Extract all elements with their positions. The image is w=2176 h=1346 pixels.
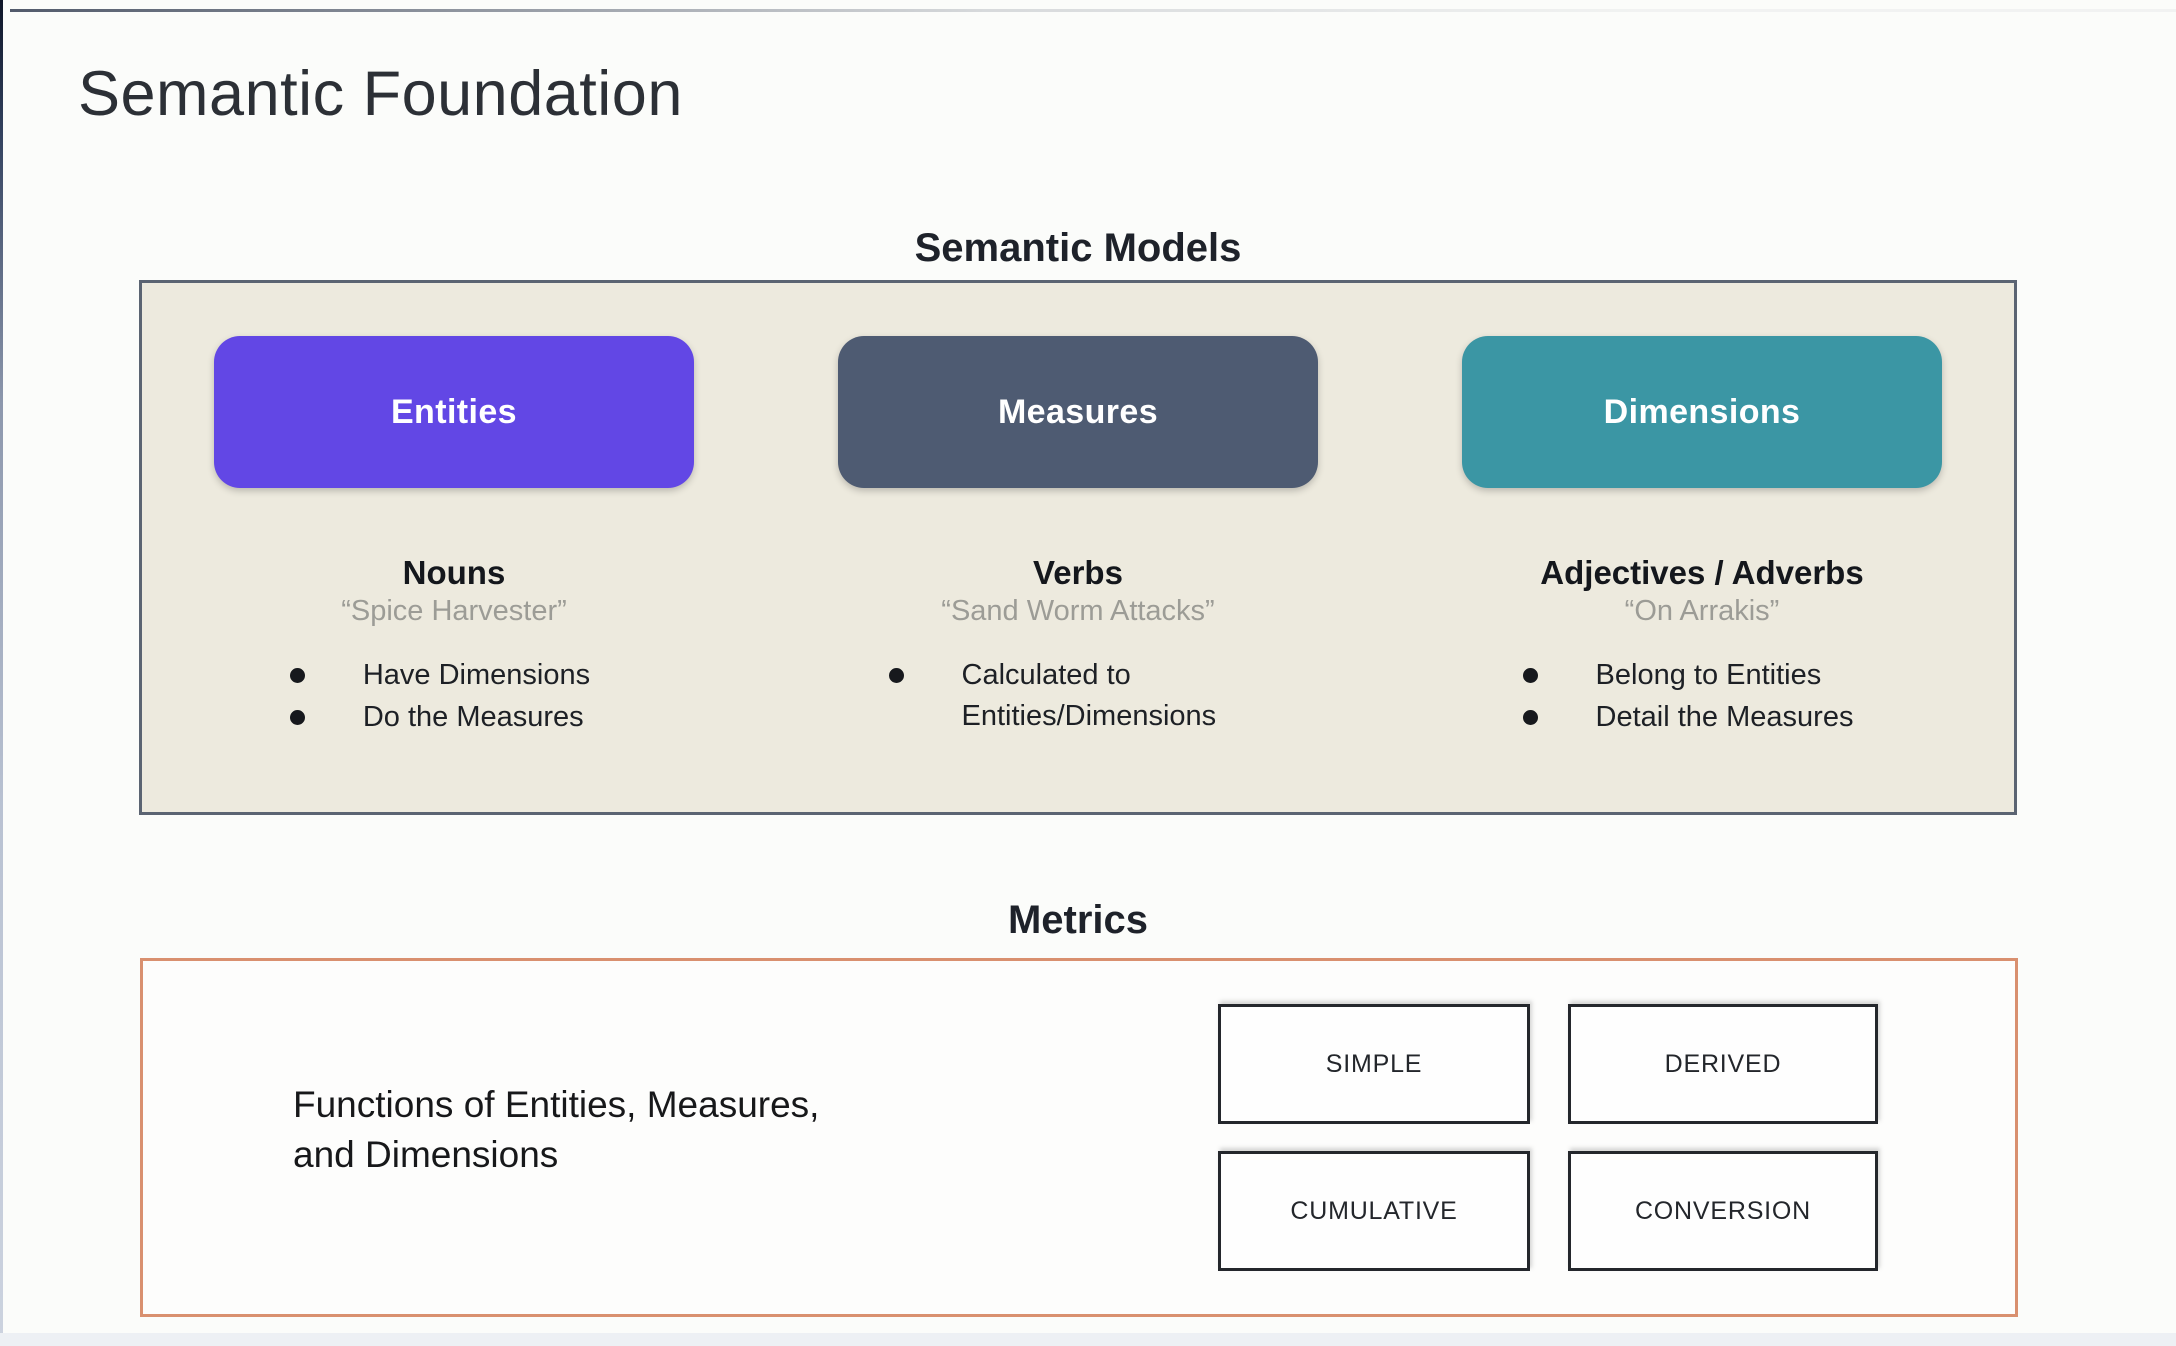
dimensions-quote: “On Arrakis” <box>1624 594 1780 627</box>
measures-column: Measures Verbs “Sand Worm Attacks” Calcu… <box>766 283 1390 812</box>
bullet-icon <box>1522 709 1538 725</box>
metric-box-derived: DERIVED <box>1568 1004 1878 1124</box>
dimensions-heading: Adjectives / Adverbs <box>1540 554 1864 591</box>
list-item: Do the Measures <box>289 697 590 738</box>
measures-quote: “Sand Worm Attacks” <box>941 594 1215 627</box>
entities-quote: “Spice Harvester” <box>341 594 567 627</box>
dimensions-bullet-list: Belong to Entities Detail the Measures <box>1522 655 1854 738</box>
measures-heading: Verbs <box>1033 554 1123 591</box>
list-item: Have Dimensions <box>289 655 590 696</box>
bullet-icon <box>289 667 305 683</box>
metric-box-simple: SIMPLE <box>1218 1004 1530 1124</box>
metric-box-conversion: CONVERSION <box>1568 1151 1878 1271</box>
metrics-heading: Metrics <box>1007 898 1149 942</box>
window-left-edge <box>0 0 3 1346</box>
metrics-panel: Functions of Entities, Measures, and Dim… <box>140 958 2018 1317</box>
dimensions-column: Dimensions Adjectives / Adverbs “On Arra… <box>1390 283 2014 812</box>
bottom-edge-strip <box>0 1333 2176 1346</box>
dimensions-pill: Dimensions <box>1462 336 1942 488</box>
metric-box-cumulative: CUMULATIVE <box>1218 1151 1530 1271</box>
entities-column: Entities Nouns “Spice Harvester” Have Di… <box>142 283 766 812</box>
measures-pill: Measures <box>838 336 1318 488</box>
semantic-models-heading: Semantic Models <box>914 226 1242 270</box>
list-item: Calculated to Entities/Dimensions <box>888 655 1240 737</box>
list-item: Detail the Measures <box>1522 697 1853 738</box>
semantic-models-panel: Entities Nouns “Spice Harvester” Have Di… <box>139 280 2017 815</box>
bullet-icon <box>888 667 904 683</box>
metrics-description: Functions of Entities, Measures, and Dim… <box>293 1084 820 1175</box>
list-item: Belong to Entities <box>1522 655 1854 696</box>
measures-bullet-list: Calculated to Entities/Dimensions <box>888 655 1240 737</box>
bullet-icon <box>1522 667 1538 683</box>
window-top-edge <box>10 9 2176 12</box>
entities-pill: Entities <box>214 336 694 488</box>
entities-bullet-list: Have Dimensions Do the Measures <box>289 655 590 738</box>
bullet-icon <box>289 709 305 725</box>
metric-type-grid: SIMPLE DERIVED CUMULATIVE CONVERSION <box>1218 1004 1878 1271</box>
entities-heading: Nouns <box>402 554 506 591</box>
slide-title: Semantic Foundation <box>78 59 683 129</box>
